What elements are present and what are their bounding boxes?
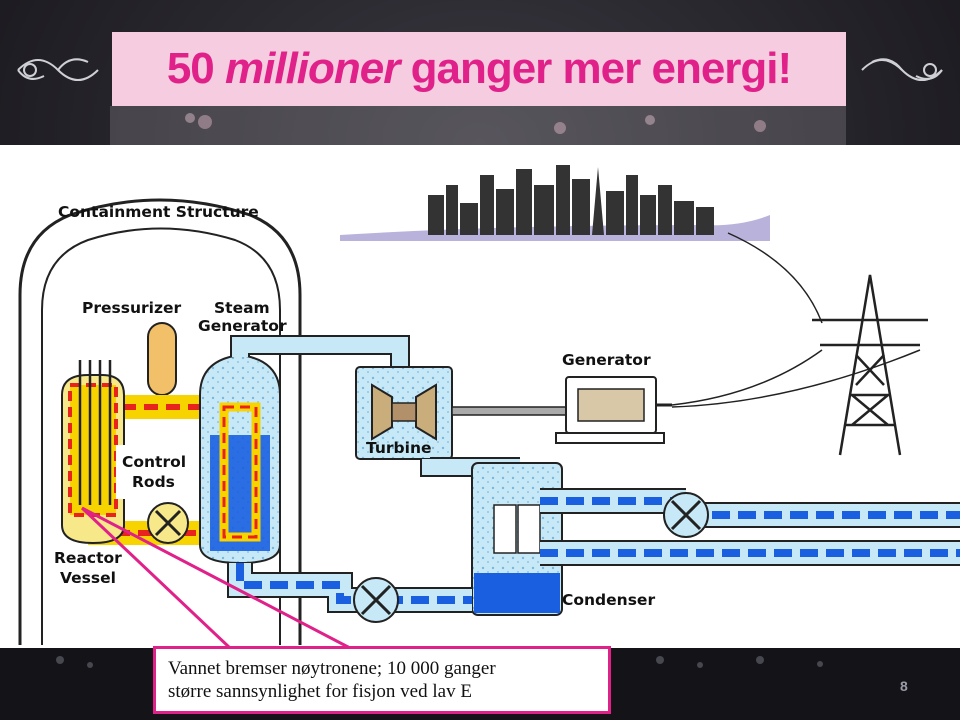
reactor-vessel: Reactor Vessel — [54, 360, 125, 587]
label-vessel: Vessel — [60, 569, 116, 587]
callout-box: Vannet bremser nøytronene; 10 000 ganger… — [153, 646, 611, 714]
right-ornament — [861, 58, 943, 81]
callout-line-2: større sannsynlighet for fisjon ved lav … — [168, 681, 472, 702]
title-italic: millioner — [225, 44, 400, 93]
control-rods-label-box: Control Rods — [116, 445, 192, 499]
label-reactor: Reactor — [54, 549, 122, 567]
callout-line-1: Vannet bremser nøytronene; 10 000 ganger — [168, 658, 496, 679]
cooling-pump — [663, 492, 709, 538]
label-rods: Rods — [132, 473, 175, 491]
label-condenser: Condenser — [562, 591, 655, 609]
title-rest: ganger mer energi! — [410, 44, 793, 93]
transmission-tower — [671, 232, 928, 456]
city-skyline — [340, 165, 770, 241]
generator: Generator — [555, 351, 672, 444]
nuclear-plant-diagram: Containment Structure Pressurizer Steam … — [0, 145, 960, 648]
label-control: Control — [122, 453, 186, 471]
label-generator: Generator — [562, 351, 651, 369]
label-containment: Containment Structure — [58, 203, 259, 221]
condenser: Condenser — [471, 462, 655, 616]
title-banner: 50 millioner ganger mer energi! — [112, 32, 846, 106]
slide-title: 50 millioner ganger mer energi! — [166, 44, 793, 93]
steam-pipe — [230, 335, 410, 377]
label-turbine: Turbine — [366, 439, 432, 457]
steam-generator — [199, 353, 281, 565]
label-steam-generator-2: Generator — [198, 317, 287, 335]
bottom-ornament — [56, 656, 823, 668]
left-ornament — [17, 58, 99, 81]
page-number: 8 — [900, 678, 908, 694]
blossom-decoration — [110, 106, 846, 146]
title-number: 50 — [166, 44, 215, 93]
feedwater-pump — [353, 577, 399, 623]
label-pressurizer: Pressurizer — [82, 299, 181, 317]
label-steam-generator-1: Steam — [214, 299, 270, 317]
turbine: Turbine — [355, 366, 453, 460]
pressurizer: Pressurizer — [82, 299, 181, 417]
turbine-shaft — [451, 406, 567, 416]
primary-pump — [147, 502, 189, 544]
cooling-loop — [540, 488, 960, 566]
